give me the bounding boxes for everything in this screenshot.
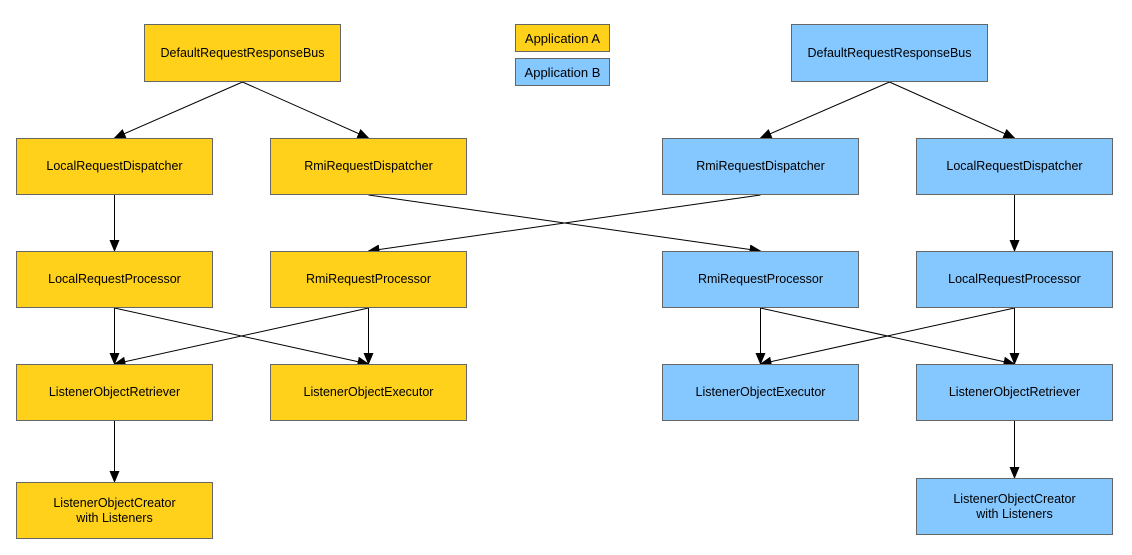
edge-a-bus-to-a-local-dispatcher bbox=[113, 81, 243, 139]
a-listener-object-executor: ListenerObjectExecutor bbox=[270, 364, 467, 421]
b-local-request-processor: LocalRequestProcessor bbox=[916, 251, 1113, 308]
b-rmi-request-processor: RmiRequestProcessor bbox=[662, 251, 859, 308]
edge-b-rmi-dispatcher-to-a-rmi-processor bbox=[367, 194, 761, 255]
a-default-request-response-bus: DefaultRequestResponseBus bbox=[144, 24, 341, 82]
a-listener-object-creator: ListenerObjectCreator with Listeners bbox=[16, 482, 213, 539]
edge-a-rmi-processor-to-a-retriever bbox=[113, 307, 369, 367]
b-listener-object-retriever: ListenerObjectRetriever bbox=[916, 364, 1113, 421]
edge-b-local-processor-to-b-executor bbox=[759, 307, 1015, 367]
b-rmi-request-dispatcher: RmiRequestDispatcher bbox=[662, 138, 859, 195]
a-local-request-dispatcher: LocalRequestDispatcher bbox=[16, 138, 213, 195]
b-default-request-response-bus: DefaultRequestResponseBus bbox=[791, 24, 988, 82]
a-listener-object-retriever: ListenerObjectRetriever bbox=[16, 364, 213, 421]
b-local-request-dispatcher: LocalRequestDispatcher bbox=[916, 138, 1113, 195]
b-listener-object-executor: ListenerObjectExecutor bbox=[662, 364, 859, 421]
a-rmi-request-processor: RmiRequestProcessor bbox=[270, 251, 467, 308]
a-local-request-processor: LocalRequestProcessor bbox=[16, 251, 213, 308]
edge-a-bus-to-a-rmi-dispatcher bbox=[242, 81, 370, 139]
legend-application-a: Application A bbox=[515, 24, 610, 52]
a-rmi-request-dispatcher: RmiRequestDispatcher bbox=[270, 138, 467, 195]
edge-b-bus-to-b-rmi-dispatcher bbox=[759, 81, 890, 139]
legend-application-b: Application B bbox=[515, 58, 610, 86]
b-listener-object-creator: ListenerObjectCreator with Listeners bbox=[916, 478, 1113, 535]
edge-b-bus-to-b-local-dispatcher bbox=[889, 81, 1016, 139]
